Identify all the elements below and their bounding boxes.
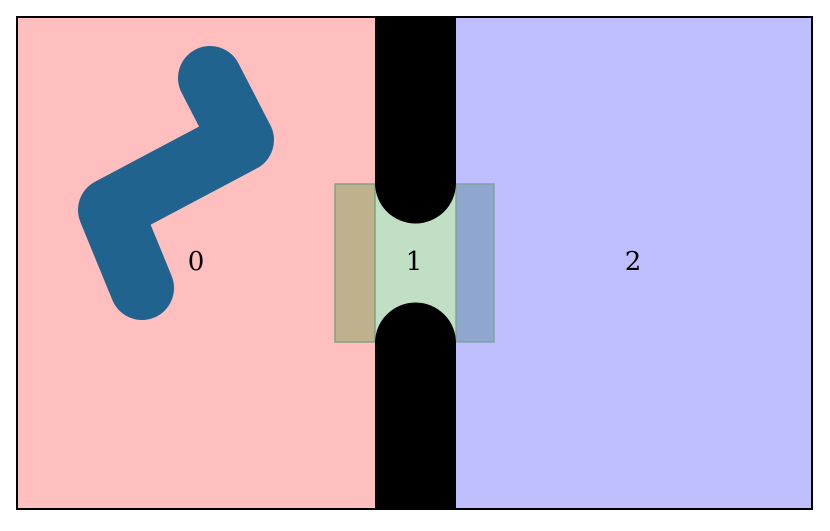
region-label-2: 2 (625, 247, 642, 277)
overlap-left (334, 183, 376, 343)
region-label-0: 0 (188, 247, 205, 277)
robot-arm (78, 46, 274, 320)
region-label-1: 1 (406, 247, 423, 277)
overlap-right (455, 183, 495, 343)
region-2-area (456, 17, 812, 509)
diagram-frame (16, 16, 813, 510)
wall-upper (375, 17, 456, 224)
wall-lower (375, 302, 456, 509)
